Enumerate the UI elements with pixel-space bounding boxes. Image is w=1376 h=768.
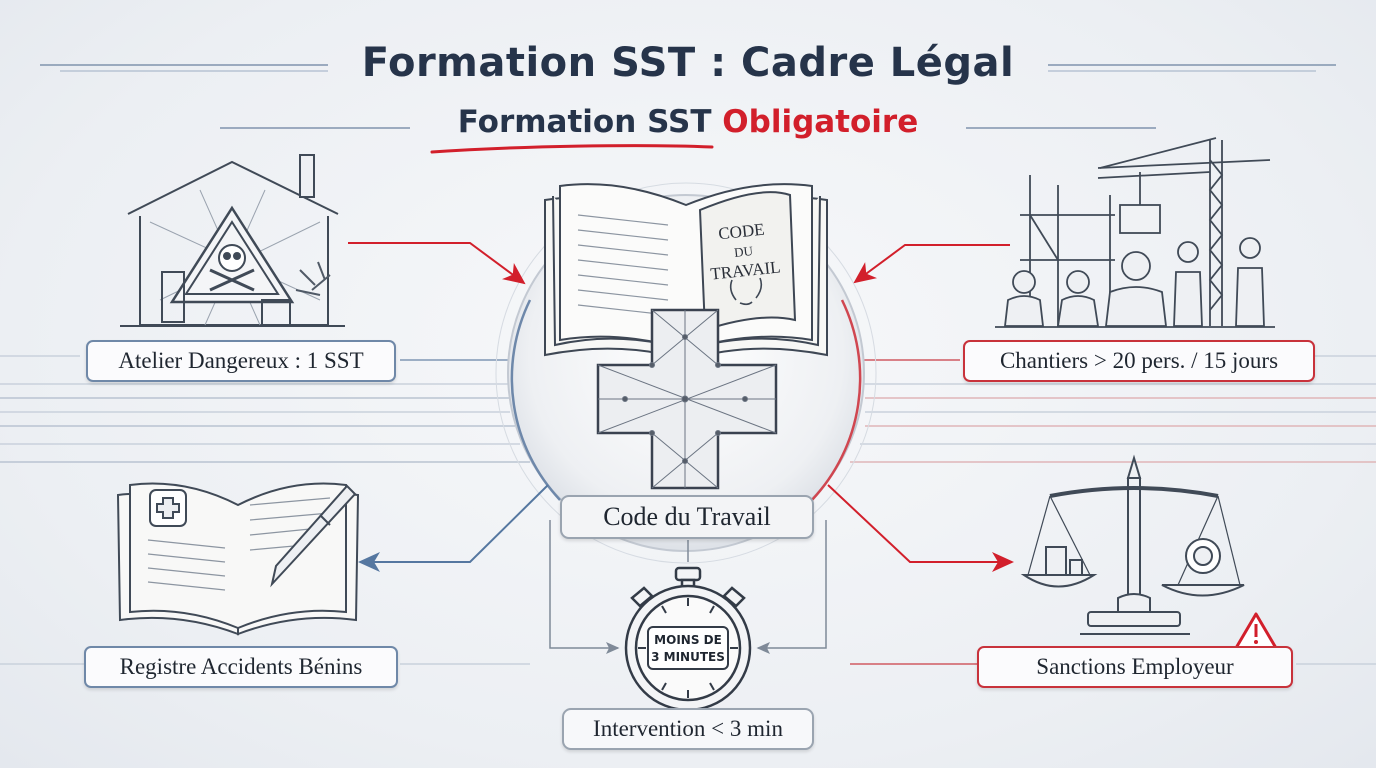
medical-cross-icon [596, 308, 778, 490]
background-lines [0, 355, 1376, 665]
book-cover-line2: DU [733, 243, 754, 260]
connectors [348, 242, 1014, 654]
construction-site-icon [995, 137, 1275, 328]
label-code-du-travail: Code du Travail [560, 495, 814, 539]
code-book-icon [544, 183, 828, 362]
label-chantiers: Chantiers > 20 pers. / 15 jours [963, 340, 1315, 382]
label-registre-accidents: Registre Accidents Bénins [84, 646, 398, 688]
label-intervention: Intervention < 3 min [562, 708, 814, 750]
laurel-icon [729, 277, 763, 306]
hazard-workshop-icon [120, 154, 345, 327]
justice-scale-icon [1020, 454, 1245, 635]
subtitle-part2: Obligatoire [722, 104, 919, 140]
page-subtitle: Formation SST Obligatoire [0, 104, 1376, 140]
book-cover-line1: CODE [717, 220, 765, 244]
stopwatch-text-line2: 3 MINUTES [651, 650, 725, 664]
stopwatch-text-line1: MOINS DE [654, 633, 722, 647]
register-book-icon [116, 482, 360, 636]
title-rules [40, 64, 1336, 129]
page-title: Formation SST : Cadre Légal [361, 40, 1015, 86]
subtitle-part1: Formation SST [457, 104, 712, 140]
label-atelier-dangereux: Atelier Dangereux : 1 SST [86, 340, 396, 382]
stopwatch-icon [624, 566, 752, 712]
subtitle-underline [430, 144, 714, 154]
label-sanctions-employeur: Sanctions Employeur [977, 646, 1293, 688]
warning-triangle-icon [1234, 612, 1278, 650]
